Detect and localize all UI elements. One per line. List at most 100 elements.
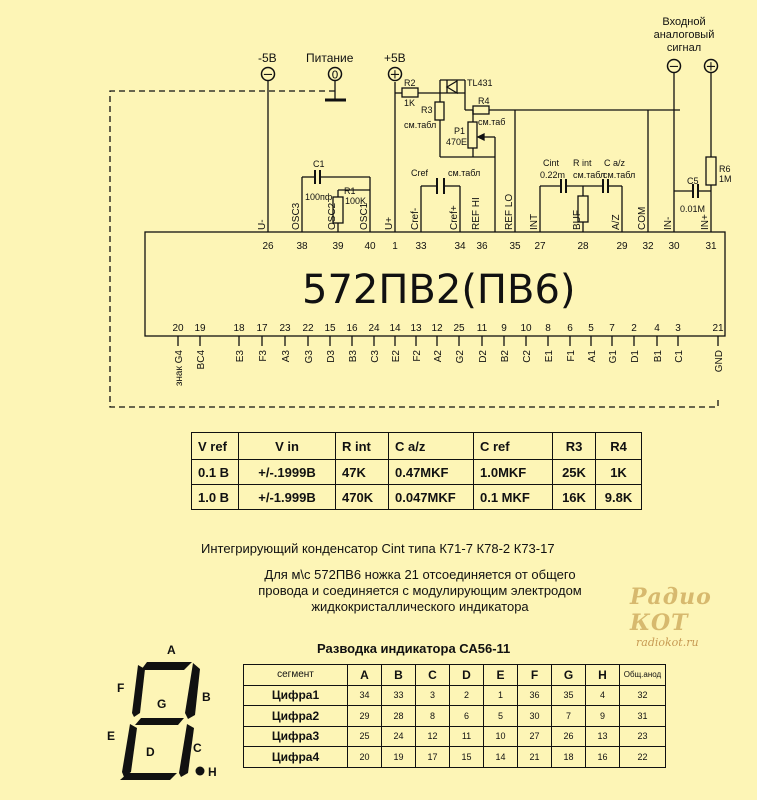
pin-number: 25: [453, 323, 465, 334]
input-plus-sign: +: [706, 60, 717, 75]
params-cell: 1K: [595, 459, 642, 485]
tl431-symbol: [445, 79, 458, 95]
pin-name: G3: [304, 350, 315, 364]
r6-value: 1M: [719, 174, 732, 184]
params-header-r4: R4: [595, 432, 642, 460]
params-row: 0.1 В +/-.1999В 47K 0.47MKF 1.0MKF 25K 1…: [191, 459, 642, 485]
minus5-terminal-sign: −: [263, 68, 274, 83]
pin-name: G1: [608, 350, 619, 364]
segment-f: [132, 665, 145, 717]
caz-value: см.табл: [603, 170, 635, 180]
input-minus-sign: −: [669, 60, 680, 75]
pin-name: B1: [653, 350, 664, 363]
params-cell: 47K: [335, 459, 389, 485]
indicator-cell: 5: [483, 705, 518, 727]
tl431-label: TL431: [467, 78, 493, 88]
pin-name: E2: [391, 350, 402, 363]
ms-note: Для м\с 572ПВ6 ножка 21 отсоединяется от…: [205, 567, 635, 615]
pin-number: 12: [431, 323, 443, 334]
pin-name: E3: [235, 350, 246, 363]
minus5-terminal: −: [260, 66, 276, 83]
params-table: V ref V in R int C a/z C ref R3 R4 0.1 В…: [191, 432, 642, 510]
indicator-table: сегмент A B C D E F G H Общ.анод Цифра1 …: [243, 664, 666, 768]
pin-number: 27: [534, 241, 546, 252]
params-row: 1.0 В +/-1.999В 470K 0.047MKF 0.1 MKF 16…: [191, 484, 642, 510]
indicator-cell: 2: [449, 684, 484, 706]
indicator-cell: 28: [381, 705, 416, 727]
indicator-header-cell: A: [347, 664, 382, 686]
pin-number: 39: [332, 241, 344, 252]
params-header-vin: V in: [238, 432, 336, 460]
pin-name: F3: [258, 350, 269, 362]
indicator-cell: 32: [619, 684, 666, 706]
ms-note-line-2: провода и соединяется с модулирующим эле…: [258, 583, 582, 598]
indicator-cell: 4: [585, 684, 620, 706]
indicator-cell: Цифра2: [243, 705, 348, 727]
indicator-cell: Цифра4: [243, 746, 348, 768]
pin-number: 34: [454, 241, 466, 252]
ms-note-line-3: жидкокристаллического индикатора: [311, 599, 529, 614]
pin-name: D2: [478, 350, 489, 363]
indicator-cell: 33: [381, 684, 416, 706]
pin-number: 40: [364, 241, 376, 252]
indicator-header-cell: E: [483, 664, 518, 686]
params-cell: +/-1.999В: [238, 484, 336, 510]
pin-name: REF LO: [504, 194, 515, 230]
params-cell: 1.0 В: [191, 484, 239, 510]
indicator-cell: 17: [415, 746, 450, 768]
pin-name: BUF: [572, 210, 583, 230]
segment-letter-g: G: [157, 697, 167, 711]
chip-title: 572ПВ2(ПВ6): [302, 267, 576, 313]
pin-number: 2: [631, 323, 637, 334]
pin-name: OSC1: [359, 202, 370, 230]
indicator-cell: 34: [347, 684, 382, 706]
indicator-header-cell: C: [415, 664, 450, 686]
pin-name: REF HI: [471, 197, 482, 230]
cref-label: Cref: [411, 168, 429, 178]
indicator-cell: 24: [381, 725, 416, 747]
cint-value: 0.22m: [540, 170, 565, 180]
p1-label: P1: [454, 126, 465, 136]
indicator-cell: 22: [619, 746, 666, 768]
chip-body: [144, 231, 726, 337]
pin-number: 4: [654, 323, 660, 334]
pin-number: 31: [705, 241, 717, 252]
pin-number: 23: [279, 323, 291, 334]
indicator-cell: 29: [347, 705, 382, 727]
indicator-cell: 30: [517, 705, 552, 727]
seven-segment-indicator: [120, 662, 205, 780]
pin-number: 10: [520, 323, 532, 334]
pin-number: 19: [194, 323, 206, 334]
params-cell: 470K: [335, 484, 389, 510]
ground-terminal: 0: [327, 66, 343, 82]
pin-number: 35: [509, 241, 521, 252]
segment-letter-e: E: [107, 729, 116, 743]
pin-number: 14: [389, 323, 401, 334]
pin-number: 1: [392, 241, 398, 252]
indicator-cell: 20: [347, 746, 382, 768]
params-cell: 0.1 MKF: [473, 484, 553, 510]
params-cell: +/-.1999В: [238, 459, 336, 485]
pin-number: 11: [477, 323, 488, 334]
indicator-header-cell: B: [381, 664, 416, 686]
params-cell: 16K: [552, 484, 596, 510]
rint-value: см.табл: [573, 170, 605, 180]
caz-label: C a/z: [604, 158, 626, 168]
r1-value: 100K: [345, 196, 366, 206]
watermark-logo: Радио КОТ: [630, 584, 712, 636]
c1-value: 100пф: [305, 192, 333, 202]
indicator-header-row: сегмент A B C D E F G H Общ.анод: [243, 664, 666, 686]
indicator-header-cell: D: [449, 664, 484, 686]
pin-name: C1: [674, 350, 685, 363]
pin-name: знак G4: [174, 350, 185, 387]
pin-number: 7: [609, 323, 615, 334]
pin-number: 15: [324, 323, 336, 334]
cref-value: см.табл: [448, 168, 480, 178]
indicator-cell: 7: [551, 705, 586, 727]
params-header-r3: R3: [552, 432, 596, 460]
pin-labels: 26U-38OSC339OSC240OSC11U+33Cref-34Cref+3…: [172, 194, 725, 387]
pin-number: 32: [642, 241, 654, 252]
params-header-row: V ref V in R int C a/z C ref R3 R4: [191, 432, 642, 460]
r3-label: R3: [421, 105, 433, 115]
